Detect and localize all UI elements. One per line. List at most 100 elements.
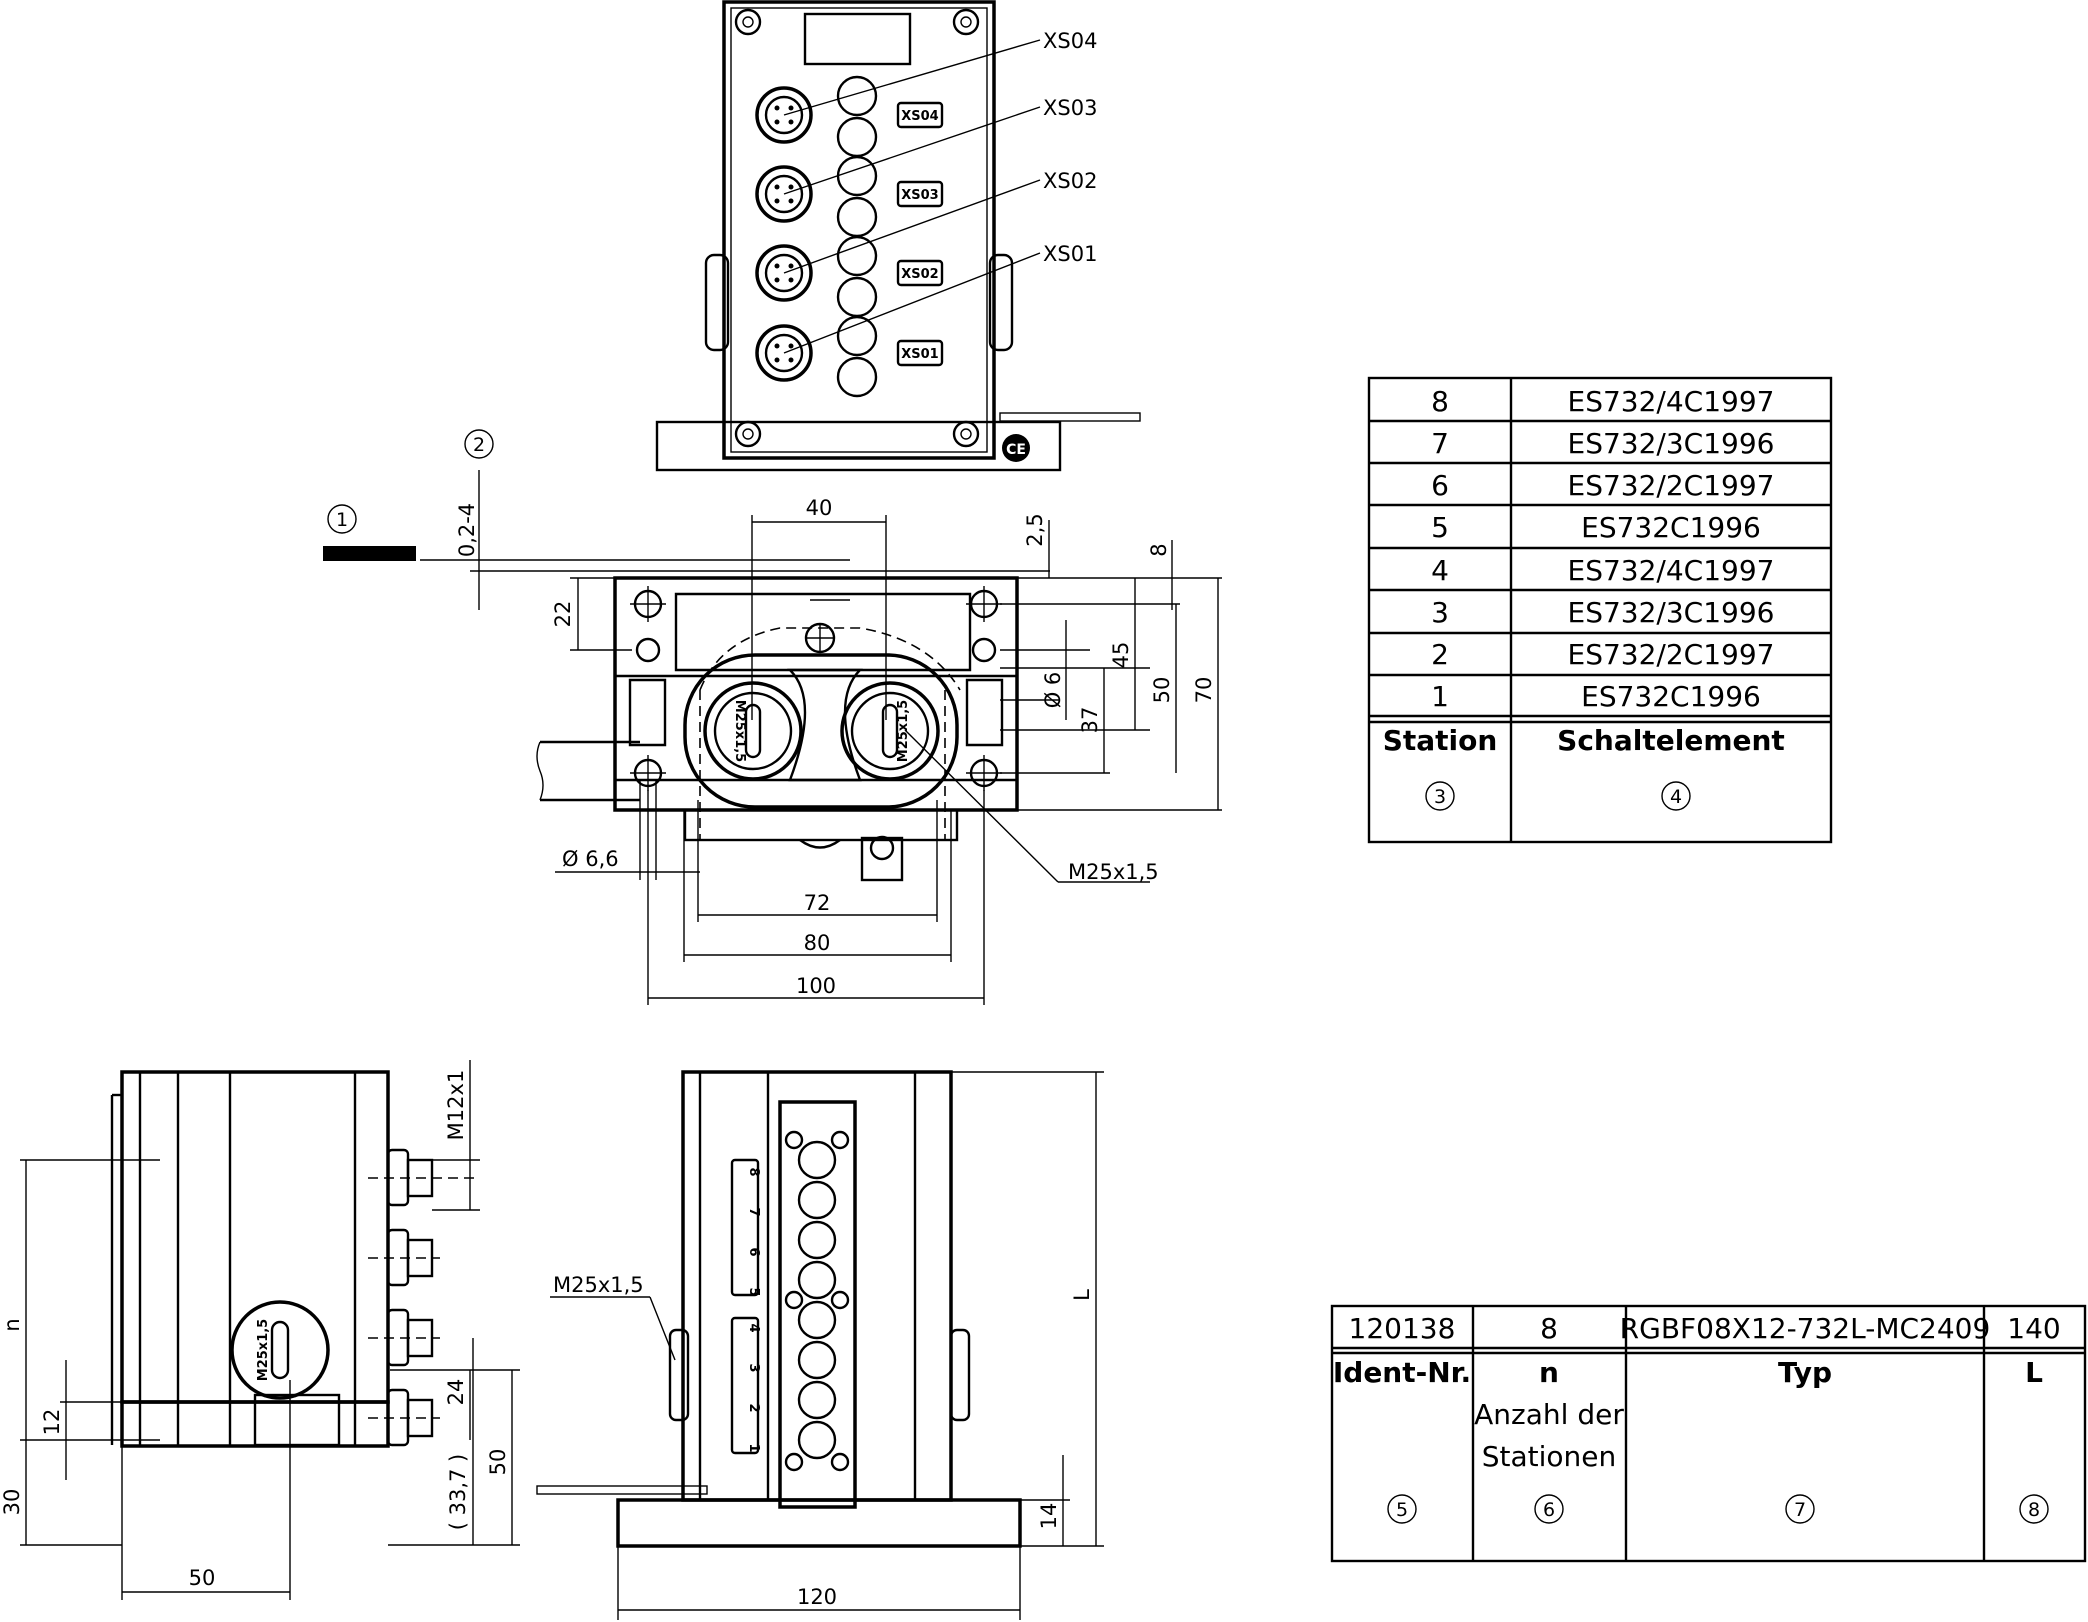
strip-6: 6	[746, 1247, 761, 1256]
left-knob	[704, 253, 730, 352]
station-row-5-station: 4	[1431, 554, 1449, 587]
reference-bar	[323, 546, 416, 561]
dim-22: 22	[551, 601, 575, 628]
ident-value: 120138	[1349, 1312, 1456, 1345]
dim-70: 70	[1192, 677, 1216, 704]
label-window	[803, 12, 912, 66]
dim-n: n	[0, 1318, 24, 1331]
dim-100: 100	[796, 974, 836, 998]
dim-L: L	[1070, 1289, 1094, 1301]
dim-50: 50	[1150, 677, 1174, 704]
station-row-3-station: 6	[1431, 469, 1449, 502]
station-row-8-station: 1	[1431, 680, 1449, 713]
side-view: M25x1,5 M12x1 24 ( 33,7 ) 50 n	[0, 1060, 520, 1600]
tag-xs03: XS03	[901, 188, 938, 203]
station-row-7-element: ES732/2C1997	[1568, 638, 1775, 671]
label-xs03: XS03	[1043, 96, 1097, 120]
station-row-3-element: ES732/2C1997	[1568, 469, 1775, 502]
typ-value: RGBF08X12-732L-MC2409	[1620, 1312, 1991, 1345]
dim-37: 37	[1078, 707, 1102, 734]
strip-4: 4	[746, 1323, 761, 1332]
station-row-7-station: 2	[1431, 638, 1449, 671]
led-indicator-icon	[836, 75, 878, 398]
dim-40: 40	[806, 496, 833, 520]
n-value: 8	[1540, 1312, 1558, 1345]
callout-1: 1	[336, 509, 348, 531]
front-screw-icon	[784, 1130, 850, 1472]
corner-screw-icon	[734, 8, 980, 448]
typ-header: Typ	[1778, 1356, 1832, 1389]
station-row-1-station: 8	[1431, 385, 1449, 418]
svg-text:CE: CE	[1006, 442, 1026, 458]
tag-xs04: XS04	[901, 109, 938, 124]
top-view-tab	[999, 412, 1141, 422]
label-xs01: XS01	[1043, 242, 1097, 266]
dim-m12: M12x1	[444, 1070, 468, 1141]
station-row-5-element: ES732/4C1997	[1568, 554, 1775, 587]
station-row-1-element: ES732/4C1997	[1568, 385, 1775, 418]
l-header: L	[2025, 1356, 2043, 1389]
station-row-2-element: ES732/3C1996	[1568, 427, 1775, 460]
middle-view: 1 2 0,2-4	[323, 429, 1222, 1005]
front-led-icon	[797, 1140, 837, 1460]
label-xs04: XS04	[1043, 29, 1097, 53]
tag-xs02: XS02	[901, 267, 938, 282]
n-subheader-2: Stationen	[1482, 1440, 1617, 1473]
front-housing	[681, 1070, 953, 1502]
dim-33-7: ( 33,7 )	[446, 1454, 470, 1531]
front-m25-label: M25x1,5	[553, 1273, 644, 1297]
dim-m25: M25x1,5	[1068, 860, 1159, 884]
right-knob	[988, 253, 1014, 352]
top-view: CE XS04 XS03 XS02 XS01	[655, 0, 1141, 472]
dim-phi6-6: Ø 6,6	[562, 847, 619, 871]
n-header: n	[1539, 1356, 1559, 1389]
station-row-6-element: ES732/3C1996	[1568, 596, 1775, 629]
callout-5: 5	[1396, 1499, 1408, 1521]
station-row-4-element: ES732C1996	[1581, 511, 1761, 544]
connector-tag-boxes	[896, 101, 944, 367]
ident-table	[1330, 1304, 2087, 1563]
gland-chamber	[683, 653, 959, 809]
station-table	[1367, 376, 1833, 844]
front-view: 8 7 6 5 4 3 2 1 M25x1,5 L 14 120	[536, 1070, 1104, 1620]
top-view-base-plate	[655, 420, 1062, 472]
side-m12-connector-icon	[386, 1148, 434, 1447]
m12-connector-icon	[755, 86, 813, 382]
dim-12: 12	[40, 1409, 64, 1436]
dim-2-5: 2,5	[1023, 513, 1047, 546]
dim-0-2-4: 0,2-4	[455, 503, 479, 557]
dim-50c: 50	[189, 1566, 216, 1590]
strip-5: 5	[746, 1287, 761, 1296]
ident-header: Ident-Nr.	[1333, 1356, 1471, 1389]
dim-50b: 50	[486, 1449, 510, 1476]
station-header: Station	[1383, 724, 1498, 757]
station-row-8-element: ES732C1996	[1581, 680, 1761, 713]
top-view-housing	[722, 0, 996, 460]
dim-120: 120	[797, 1585, 837, 1609]
station-row-4-station: 5	[1431, 511, 1449, 544]
dim-14: 14	[1037, 1503, 1061, 1530]
dim-45: 45	[1109, 642, 1133, 669]
callout-circle-1	[327, 504, 357, 534]
dim-24: 24	[444, 1379, 468, 1406]
callout-6: 6	[1543, 1499, 1555, 1521]
l-value: 140	[2007, 1312, 2060, 1345]
led-strip	[778, 1100, 857, 1509]
strip-8: 8	[746, 1167, 761, 1176]
dim-phi6: Ø 6	[1041, 672, 1065, 709]
gland-label-right: M25x1,5	[896, 700, 911, 762]
callout-7: 7	[1794, 1499, 1806, 1521]
side-housing	[120, 1070, 390, 1404]
ce-mark-icon	[1002, 434, 1030, 462]
station-row-2-station: 7	[1431, 427, 1449, 460]
dim-8: 8	[1147, 543, 1171, 556]
callout-circle-2	[464, 429, 494, 459]
side-gland-icon	[230, 1300, 330, 1400]
callout-2: 2	[473, 434, 485, 456]
side-gland-label: M25x1,5	[256, 1319, 271, 1381]
strip-7: 7	[746, 1207, 761, 1216]
callout-8: 8	[2028, 1499, 2040, 1521]
dim-72: 72	[804, 891, 831, 915]
strip-3: 3	[746, 1363, 761, 1372]
